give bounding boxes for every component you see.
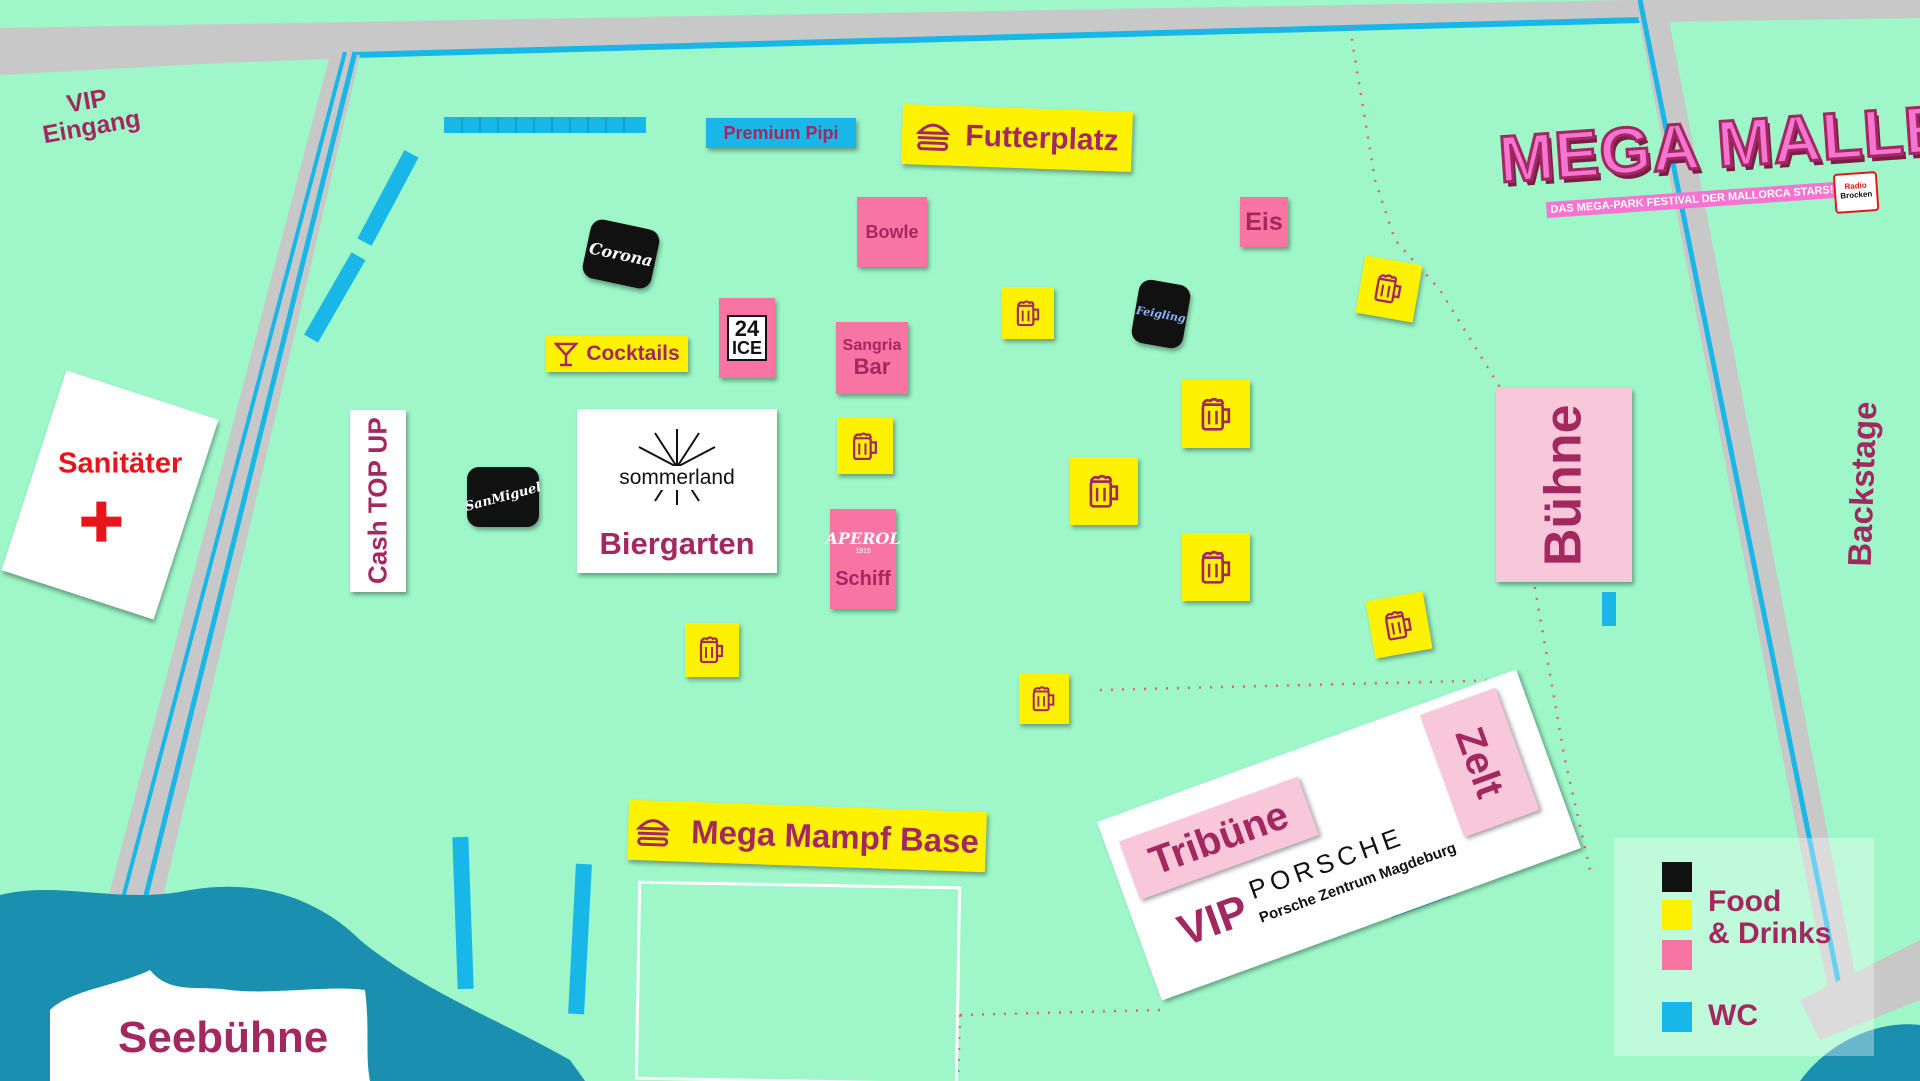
- beer-stand[interactable]: [1365, 591, 1433, 659]
- eis[interactable]: Eis: [1240, 197, 1288, 247]
- feigling-label: Feigling: [1135, 303, 1187, 325]
- ice24-logo: 24 ICE: [726, 315, 767, 361]
- burger-icon: [916, 123, 951, 151]
- mega-mampf-label: Mega Mampf Base: [690, 812, 980, 860]
- sanitaeter-label: Sanitäter: [58, 447, 183, 480]
- premium-pipi[interactable]: Premium Pipi: [706, 118, 856, 148]
- open-area: [634, 880, 962, 1081]
- wc-top-row: [444, 117, 646, 133]
- wc-buehne: [1602, 592, 1616, 626]
- beer-stand[interactable]: [1182, 380, 1250, 448]
- beer-mug-icon: [1201, 397, 1230, 431]
- buehne-label: Bühne: [1534, 404, 1593, 566]
- road-top-right: [1655, 0, 1920, 22]
- zelt[interactable]: Zelt: [1419, 687, 1540, 838]
- beer-stand[interactable]: [1355, 255, 1423, 323]
- bowle-label: Bowle: [865, 221, 919, 242]
- sanmiguel-stand[interactable]: SanMiguel: [463, 467, 543, 527]
- ice24-stand[interactable]: 24 ICE: [719, 298, 775, 378]
- ice24-line1: 24: [734, 316, 760, 341]
- premium-pipi-label: Premium Pipi: [723, 122, 839, 143]
- legend-food-line1: Food: [1708, 885, 1782, 918]
- legend-swatch-black: [1662, 862, 1692, 892]
- wc-diag-2: [304, 252, 366, 343]
- wc-left-low: [452, 836, 474, 990]
- sponsor-line2: Brocken: [1839, 189, 1873, 201]
- cash-top-up[interactable]: Cash TOP UP: [350, 410, 406, 592]
- zelt-label: Zelt: [1446, 721, 1513, 804]
- wc-segments: [461, 117, 625, 133]
- beer-mug-icon: [1201, 550, 1230, 584]
- aperol-schiff[interactable]: APEROL 1919 Schiff: [825, 509, 901, 609]
- red-cross-icon: [81, 501, 122, 542]
- feigling-stand[interactable]: Feigling: [1129, 277, 1193, 351]
- wc-right-low: [568, 863, 592, 1015]
- futterplatz-label: Futterplatz: [964, 119, 1120, 158]
- corona-label: Corona: [587, 237, 655, 270]
- legend: Food & Drinks WC: [1614, 838, 1874, 1056]
- beer-stand[interactable]: [1070, 457, 1138, 525]
- cocktails[interactable]: Cocktails: [546, 336, 688, 372]
- sangria-line1: Sangria: [842, 337, 902, 355]
- aperol-year: 1919: [855, 547, 871, 555]
- bowle[interactable]: Bowle: [857, 197, 927, 267]
- aperol-brand: APEROL: [825, 528, 901, 548]
- wc-diag-1: [357, 150, 419, 246]
- beer-mug-icon: [1016, 299, 1039, 326]
- seebuehne-label: Seebühne: [118, 1013, 329, 1062]
- beer-mug-icon: [1384, 611, 1412, 641]
- road-top-main: [0, 0, 1655, 72]
- eis-label: Eis: [1245, 207, 1283, 236]
- legend-swatch-blue: [1662, 1002, 1692, 1032]
- vip-label: VIP: [1171, 885, 1255, 956]
- cocktails-label: Cocktails: [586, 341, 680, 365]
- backstage-label: Backstage: [1840, 400, 1884, 568]
- sangria-bar[interactable]: Sangria Bar: [836, 322, 908, 394]
- beer-mug-icon: [699, 636, 724, 664]
- beer-stand[interactable]: [837, 418, 893, 474]
- seebuehne-stage: [50, 970, 370, 1081]
- beer-mug-icon: [1089, 474, 1118, 508]
- burger-icon: [635, 819, 671, 847]
- beer-stand[interactable]: [1019, 674, 1069, 724]
- legend-swatch-pink: [1662, 940, 1692, 970]
- beer-stand[interactable]: [1182, 533, 1250, 601]
- beer-mug-icon: [1374, 274, 1402, 304]
- buehne[interactable]: Bühne: [1496, 388, 1632, 582]
- biergarten-label: Biergarten: [599, 526, 755, 562]
- mega-mampf-base[interactable]: Mega Mampf Base: [627, 799, 987, 873]
- vip-perimeter: [956, 27, 1592, 1081]
- beer-mug-icon: [1032, 686, 1055, 712]
- radio-brocken-logo: Radio Brocken: [1832, 170, 1880, 214]
- beer-mug-icon: [852, 431, 877, 460]
- lake-corner: [1800, 1024, 1920, 1081]
- legend-swatch-yellow: [1662, 900, 1692, 930]
- sangria-line2: Bar: [853, 353, 891, 379]
- futterplatz[interactable]: Futterplatz: [901, 104, 1133, 172]
- road-bottom-right: [1800, 940, 1920, 1040]
- ice24-line2: ICE: [731, 337, 762, 358]
- beer-stand[interactable]: [685, 623, 739, 677]
- legend-wc: WC: [1708, 999, 1758, 1032]
- aperol-schiff-label: Schiff: [835, 567, 891, 590]
- cocktail-glass-icon: [554, 342, 579, 367]
- beer-stand[interactable]: [1002, 287, 1054, 339]
- sanmiguel-label: SanMiguel: [463, 479, 543, 515]
- biergarten[interactable]: sommerland Biergarten: [577, 409, 777, 573]
- sommerland-brand: sommerland: [616, 466, 738, 490]
- cash-label: Cash TOP UP: [362, 417, 393, 585]
- legend-food-line2: & Drinks: [1708, 917, 1832, 950]
